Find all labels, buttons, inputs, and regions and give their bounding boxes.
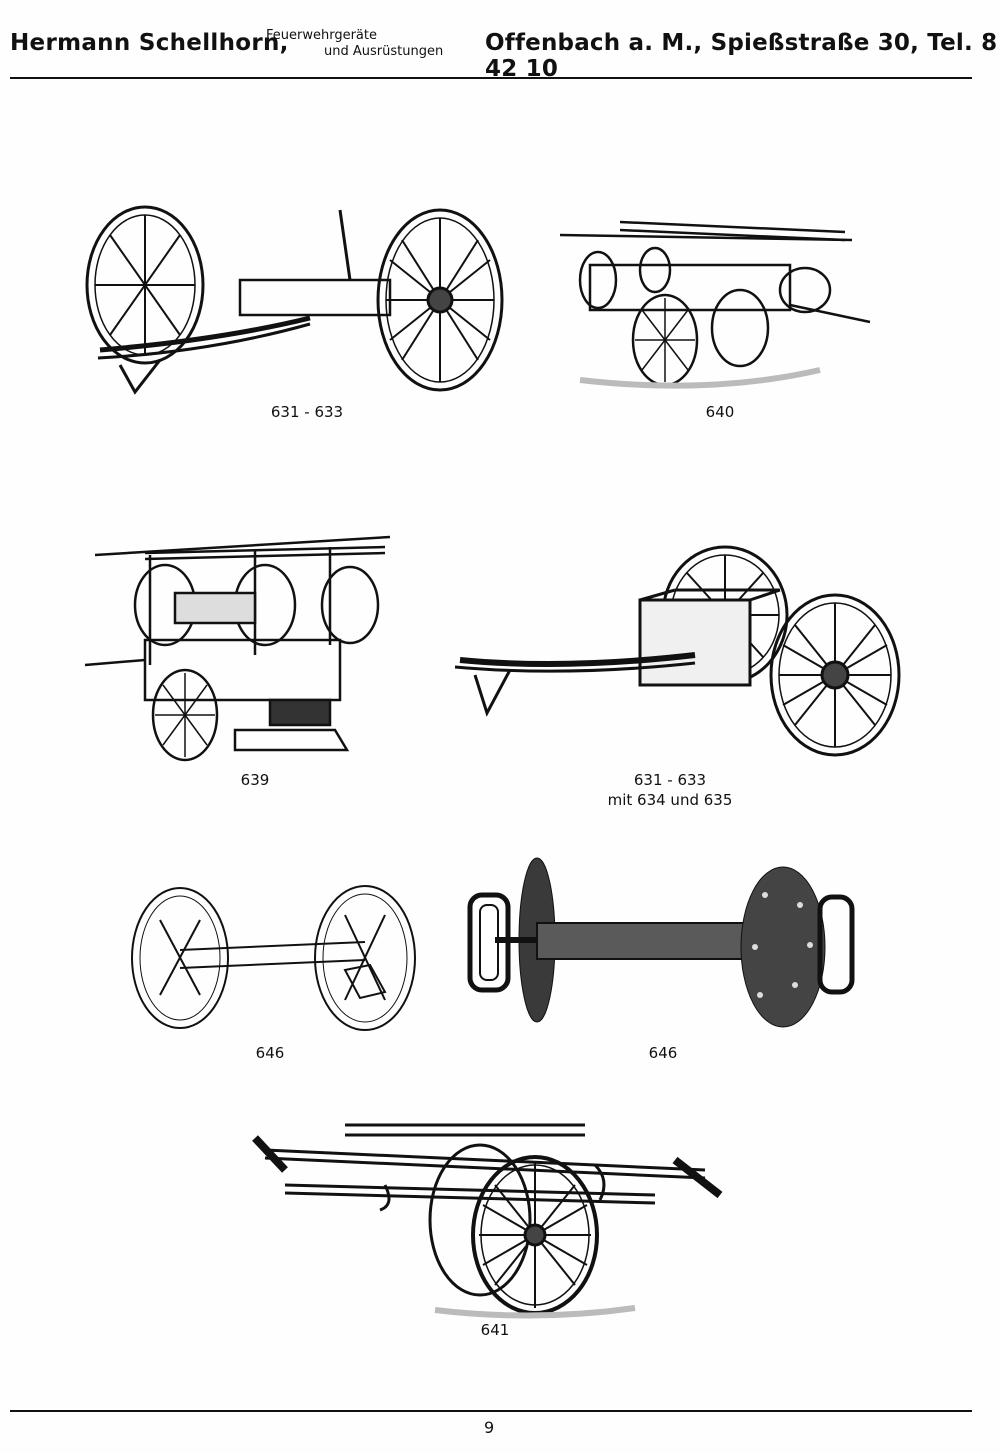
caption-631-633-second: 631 - 633 <box>633 771 707 789</box>
company-tagline: Feuerwehrgeräte und Ausrüstungen <box>266 28 443 60</box>
company-address: Offenbach a. M., Spießstraße 30, Tel. 8 … <box>485 30 998 82</box>
caption-box-cart: 631 - 633 mit 634 und 635 <box>600 770 740 810</box>
ladder-cart-illustration <box>559 220 871 389</box>
caption-646-drawing: 646 <box>255 1044 285 1062</box>
footer-rule <box>10 1410 972 1412</box>
reel-photo-illustration <box>467 857 855 1028</box>
header-rule <box>10 77 972 79</box>
caption-631-633: 631 - 633 <box>270 403 344 421</box>
ladder-carrier-illustration <box>252 1123 723 1319</box>
caption-641: 641 <box>480 1321 510 1339</box>
hose-cart-illustration <box>85 205 504 395</box>
page-number: 9 <box>484 1418 495 1437</box>
caption-mit-634-635: mit 634 und 635 <box>607 791 733 809</box>
tagline-line-1: Feuerwehrgeräte <box>266 28 377 43</box>
company-name: Hermann Schellhorn, <box>10 30 289 56</box>
tagline-line-2: und Ausrüstungen <box>324 44 444 59</box>
equipment-wagon-illustration <box>84 535 391 762</box>
box-cart-illustration <box>454 545 901 757</box>
caption-646-photo: 646 <box>648 1044 678 1062</box>
reel-drawing-illustration <box>131 885 416 1031</box>
caption-639: 639 <box>240 771 270 789</box>
caption-640: 640 <box>705 403 735 421</box>
